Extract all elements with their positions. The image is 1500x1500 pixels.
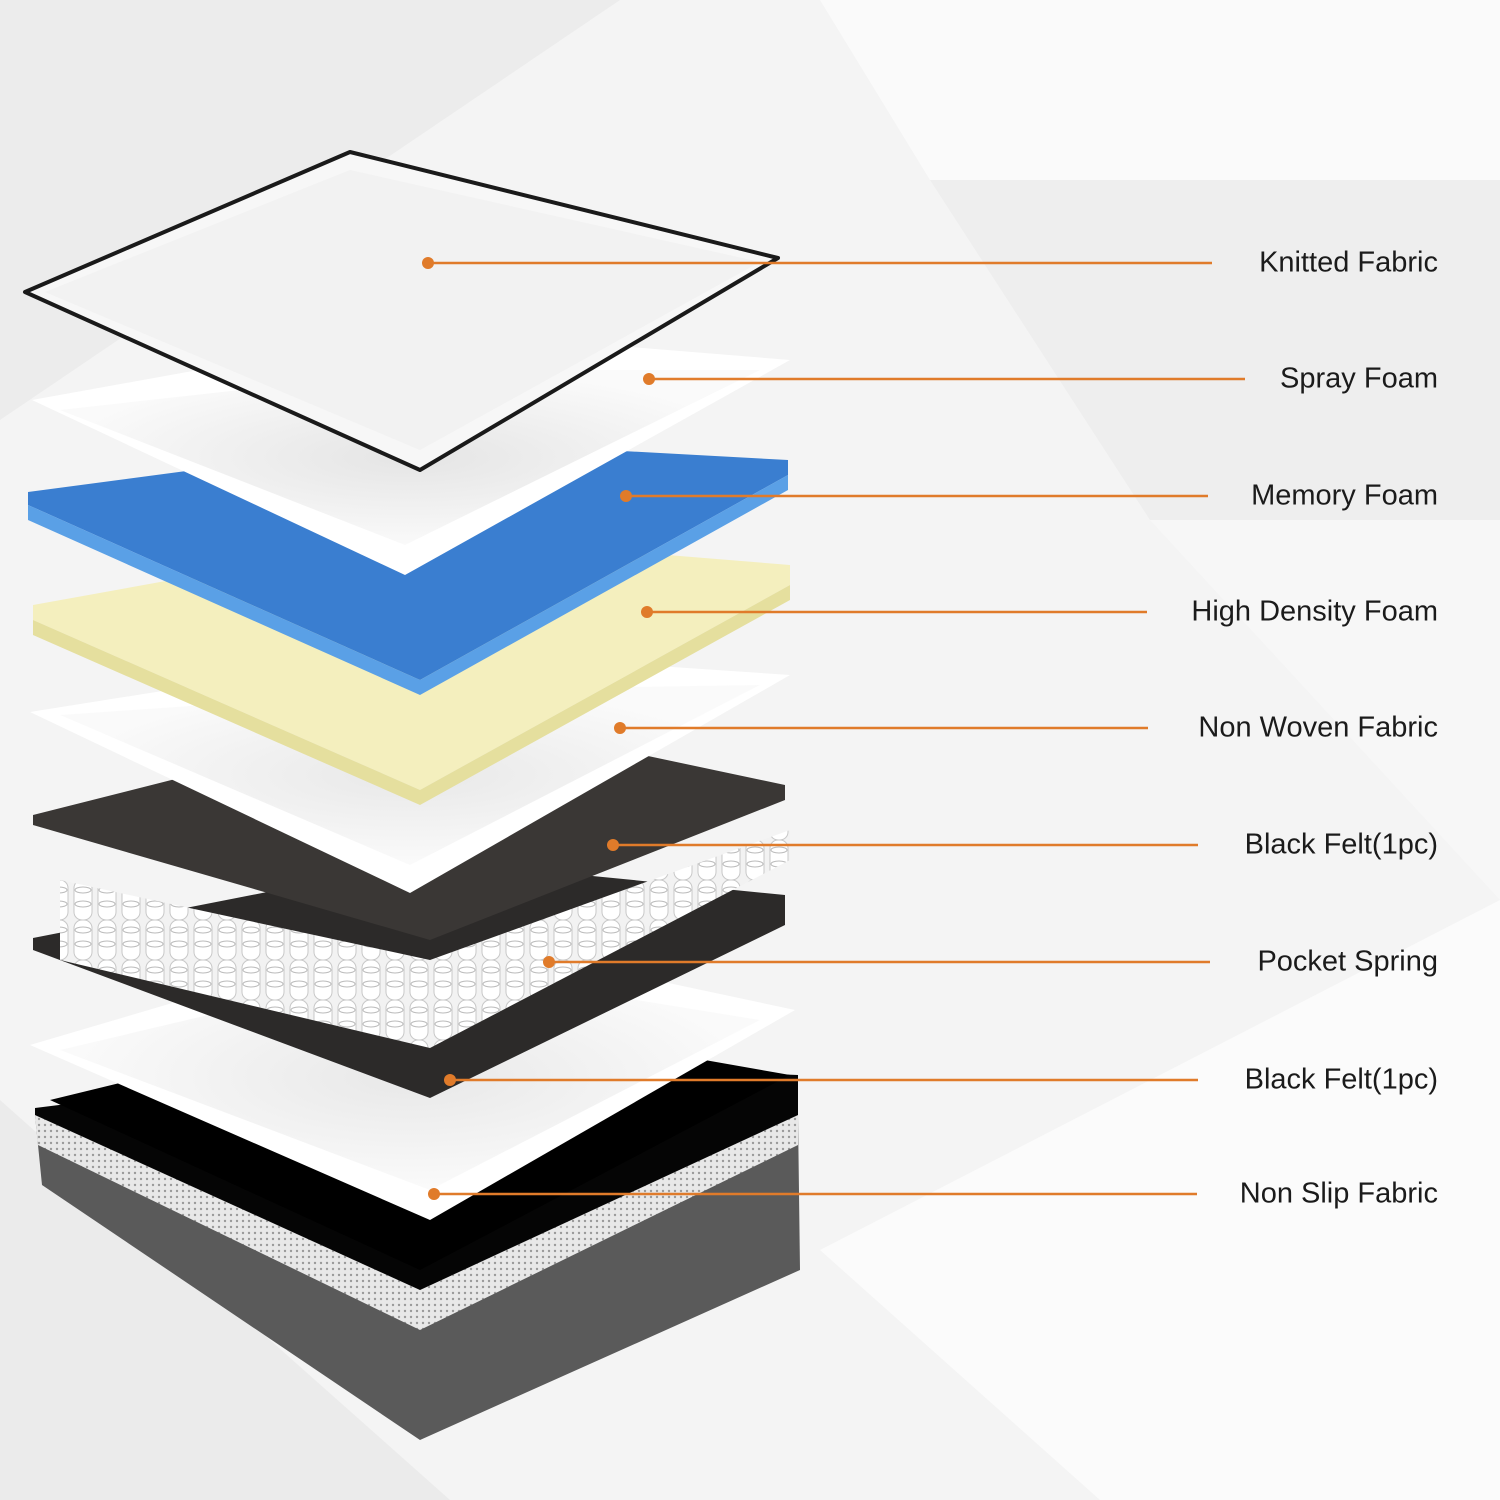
- marker-dot-icon: [422, 257, 434, 269]
- layer-label: Knitted Fabric: [1259, 246, 1438, 279]
- marker-dot-icon: [444, 1074, 456, 1086]
- layer-label: Non Woven Fabric: [1198, 711, 1438, 744]
- marker-dot-icon: [614, 722, 626, 734]
- marker-dot-icon: [543, 956, 555, 968]
- layer-label: Non Slip Fabric: [1239, 1177, 1438, 1210]
- marker-dot-icon: [641, 606, 653, 618]
- layer-label: Black Felt(1pc): [1244, 1063, 1438, 1096]
- layer-label: High Density Foam: [1191, 595, 1438, 628]
- layer-label: Spray Foam: [1280, 362, 1438, 395]
- marker-dot-icon: [607, 839, 619, 851]
- layer-label: Memory Foam: [1251, 479, 1438, 512]
- layer-label: Pocket Spring: [1257, 945, 1438, 978]
- marker-dot-icon: [643, 373, 655, 385]
- marker-dot-icon: [620, 490, 632, 502]
- layer-label: Black Felt(1pc): [1244, 828, 1438, 861]
- marker-dot-icon: [428, 1188, 440, 1200]
